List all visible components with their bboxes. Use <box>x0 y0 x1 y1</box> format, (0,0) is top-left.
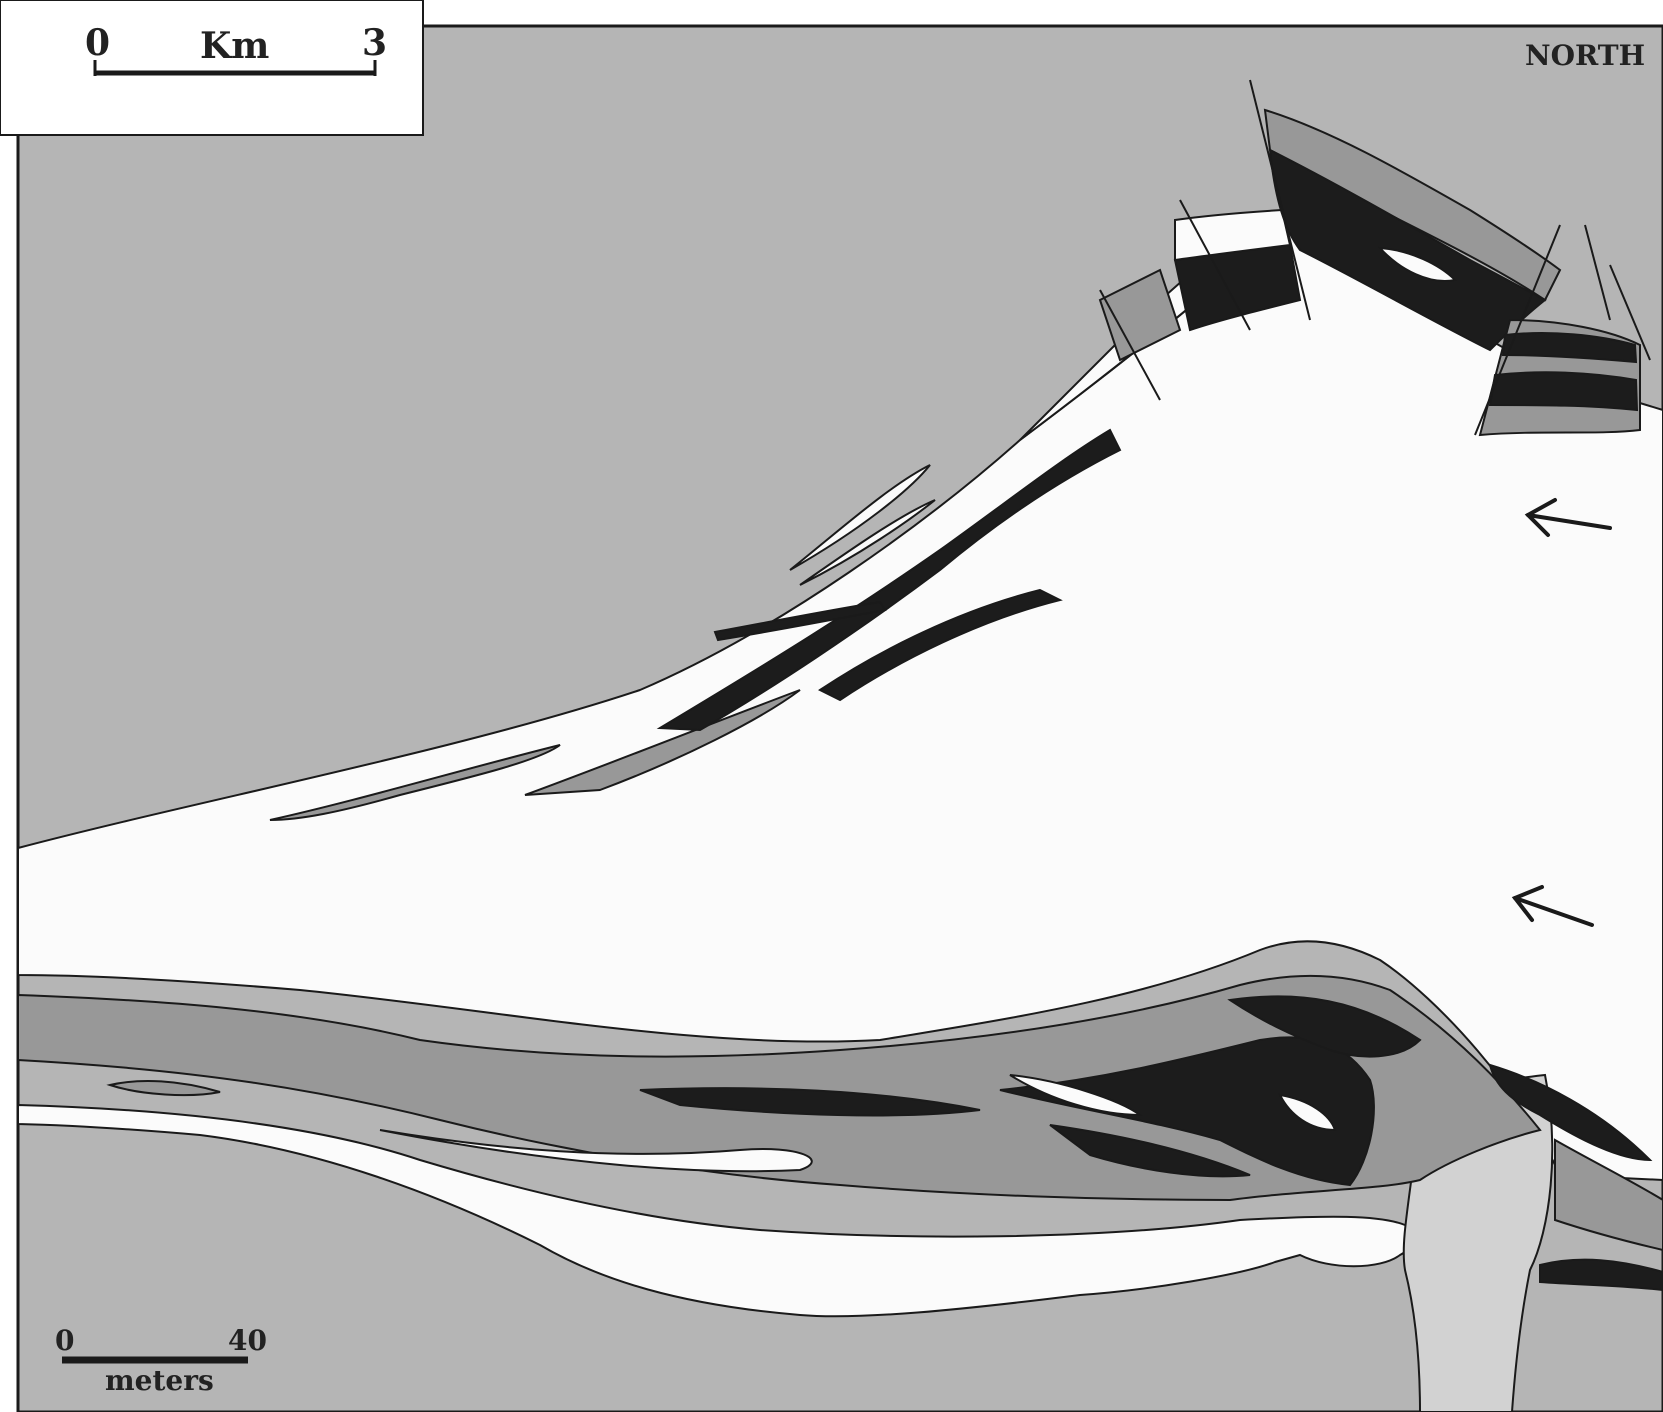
scale-m-end: 40 <box>228 1324 267 1357</box>
scale-km-start: 0 <box>85 22 110 64</box>
right-fault-dark-2 <box>1490 372 1637 410</box>
scale-km-end: 3 <box>362 22 387 64</box>
scale-m-start: 0 <box>55 1324 74 1357</box>
scale-m-unit: meters <box>105 1364 214 1397</box>
scale-km-unit: Km <box>200 25 269 67</box>
scale-inset <box>0 0 423 135</box>
north-label: NORTH <box>1525 39 1645 72</box>
